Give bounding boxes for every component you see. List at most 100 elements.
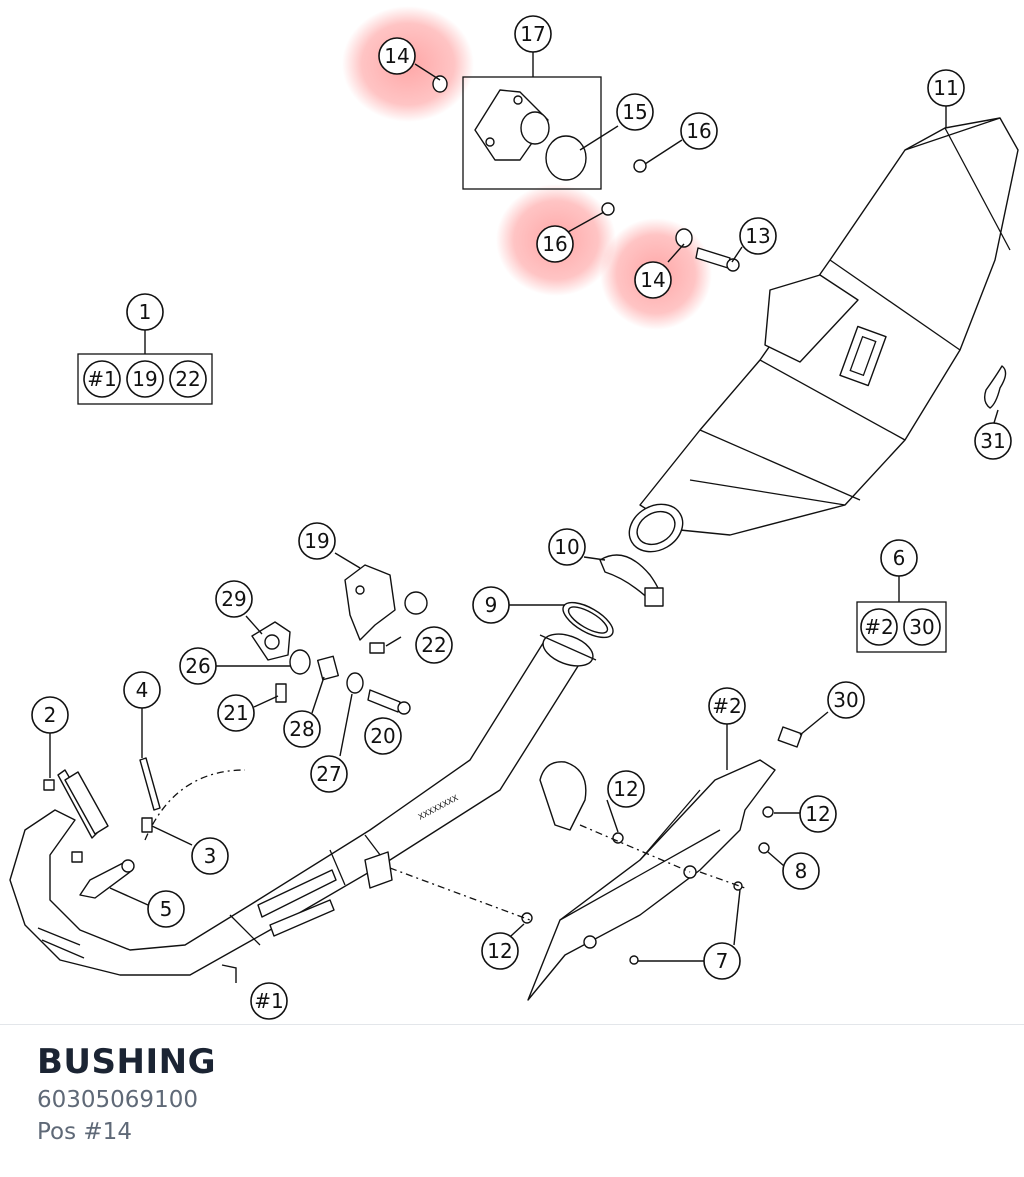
- callout-12b[interactable]: 12: [481, 932, 519, 970]
- nut-16a-part[interactable]: [633, 159, 647, 173]
- callout-15[interactable]: 15: [616, 93, 654, 131]
- mount-dash-3: [699, 871, 746, 889]
- callout-h1[interactable]: #1: [250, 982, 288, 1020]
- heat-shield-part[interactable]: [527, 759, 776, 1001]
- bushing-14a-part[interactable]: [432, 75, 448, 93]
- washer-27-part[interactable]: [346, 672, 364, 694]
- bushing-14b-part[interactable]: [675, 228, 693, 248]
- callout-11[interactable]: 11: [927, 69, 965, 107]
- rod-part[interactable]: [139, 757, 161, 811]
- grommet-30-part[interactable]: [777, 726, 803, 748]
- callout-14b[interactable]: 14: [634, 261, 672, 299]
- part-number: 60305069100: [37, 1087, 198, 1113]
- callout-1[interactable]: 1: [126, 293, 164, 331]
- callout-20[interactable]: 20: [364, 717, 402, 755]
- svg-text:16: 16: [686, 119, 711, 143]
- screw-8-part[interactable]: [758, 842, 770, 854]
- callout-30[interactable]: 30: [827, 681, 865, 719]
- svg-text:#2: #2: [712, 694, 741, 718]
- svg-text:27: 27: [316, 762, 341, 786]
- svg-text:#2: #2: [864, 615, 893, 639]
- svg-text:19: 19: [304, 529, 329, 553]
- lambda-sensor-part[interactable]: [79, 859, 135, 899]
- muffler-part[interactable]: [621, 117, 1019, 561]
- callout-kit1-item1[interactable]: #1: [83, 360, 121, 398]
- bracket-19-part[interactable]: [344, 564, 396, 641]
- svg-text:2: 2: [44, 703, 57, 727]
- svg-text:4: 4: [136, 678, 149, 702]
- damper-15-part[interactable]: [545, 135, 587, 181]
- flange-part[interactable]: [43, 769, 109, 863]
- loop-31-part[interactable]: [983, 365, 1007, 409]
- callout-13[interactable]: 13: [739, 217, 777, 255]
- screw-20-part[interactable]: [367, 689, 401, 713]
- seal-part[interactable]: [141, 817, 153, 833]
- callout-14a[interactable]: 14: [378, 37, 416, 75]
- nut-16b-part[interactable]: [601, 202, 615, 216]
- callout-kit6-item2[interactable]: 30: [903, 608, 941, 646]
- callout-8[interactable]: 8: [782, 852, 820, 890]
- screw-7b-part[interactable]: [629, 955, 639, 965]
- svg-text:6: 6: [893, 546, 906, 570]
- callout-28[interactable]: 28: [283, 710, 321, 748]
- clip-12c-part[interactable]: [762, 806, 774, 818]
- callout-19[interactable]: 19: [298, 522, 336, 560]
- callout-29[interactable]: 29: [215, 580, 253, 618]
- callout-5[interactable]: 5: [147, 890, 185, 928]
- nut-22-part[interactable]: [369, 642, 385, 654]
- rubber-26-part[interactable]: [289, 649, 311, 675]
- callout-26[interactable]: 26: [179, 647, 217, 685]
- callout-31[interactable]: 31: [974, 422, 1012, 460]
- callout-27[interactable]: 27: [310, 755, 348, 793]
- svg-text:31: 31: [980, 429, 1005, 453]
- callout-6[interactable]: 6: [880, 539, 918, 577]
- svg-text:17: 17: [520, 22, 545, 46]
- svg-text:5: 5: [160, 897, 173, 921]
- callout-12a[interactable]: 12: [607, 770, 645, 808]
- callout-9[interactable]: 9: [472, 586, 510, 624]
- leader-lines: [49, 52, 999, 983]
- svg-text:8: 8: [795, 859, 808, 883]
- part-title: BUSHING: [37, 1042, 216, 1082]
- svg-text:22: 22: [421, 633, 446, 657]
- callout-16a[interactable]: 16: [680, 112, 718, 150]
- callout-3[interactable]: 3: [191, 837, 229, 875]
- callout-7[interactable]: 7: [703, 942, 741, 980]
- svg-text:21: 21: [223, 701, 248, 725]
- svg-text:3: 3: [204, 844, 217, 868]
- svg-text:20: 20: [370, 724, 395, 748]
- callout-kit1-item2[interactable]: 19: [126, 360, 164, 398]
- bolt-21-part[interactable]: [275, 683, 287, 703]
- kit-1-box: [77, 353, 213, 405]
- svg-text:30: 30: [833, 688, 858, 712]
- bracket-17-part[interactable]: [474, 89, 550, 161]
- svg-text:11: 11: [933, 76, 958, 100]
- clip-12b-part[interactable]: [521, 912, 533, 924]
- callout-2[interactable]: 2: [31, 696, 69, 734]
- callout-21[interactable]: 21: [217, 694, 255, 732]
- svg-text:15: 15: [622, 100, 647, 124]
- callout-h2[interactable]: #2: [708, 687, 746, 725]
- part-position: Pos #14: [37, 1119, 132, 1145]
- kit-6-box: [856, 601, 947, 653]
- svg-text:14: 14: [384, 44, 409, 68]
- callout-17[interactable]: 17: [514, 15, 552, 53]
- callout-4[interactable]: 4: [123, 671, 161, 709]
- callout-12c[interactable]: 12: [799, 795, 837, 833]
- sleeve-28-part[interactable]: [316, 655, 340, 681]
- clip-12a-part[interactable]: [612, 832, 624, 844]
- header-pipe-part[interactable]: XXXXXXXX: [9, 628, 597, 976]
- svg-text:#1: #1: [254, 989, 283, 1013]
- rubber-22-part[interactable]: [404, 591, 428, 615]
- callout-kit6-item1[interactable]: #2: [860, 608, 898, 646]
- callout-16b[interactable]: 16: [536, 225, 574, 263]
- svg-text:13: 13: [745, 224, 770, 248]
- shield-bracket-part[interactable]: [539, 761, 587, 831]
- svg-text:12: 12: [487, 939, 512, 963]
- svg-text:1: 1: [139, 300, 152, 324]
- callout-22[interactable]: 22: [415, 626, 453, 664]
- mount-dash-1: [389, 867, 531, 921]
- svg-text:#1: #1: [87, 367, 116, 391]
- callout-kit1-item3[interactable]: 22: [169, 360, 207, 398]
- callout-10[interactable]: 10: [548, 528, 586, 566]
